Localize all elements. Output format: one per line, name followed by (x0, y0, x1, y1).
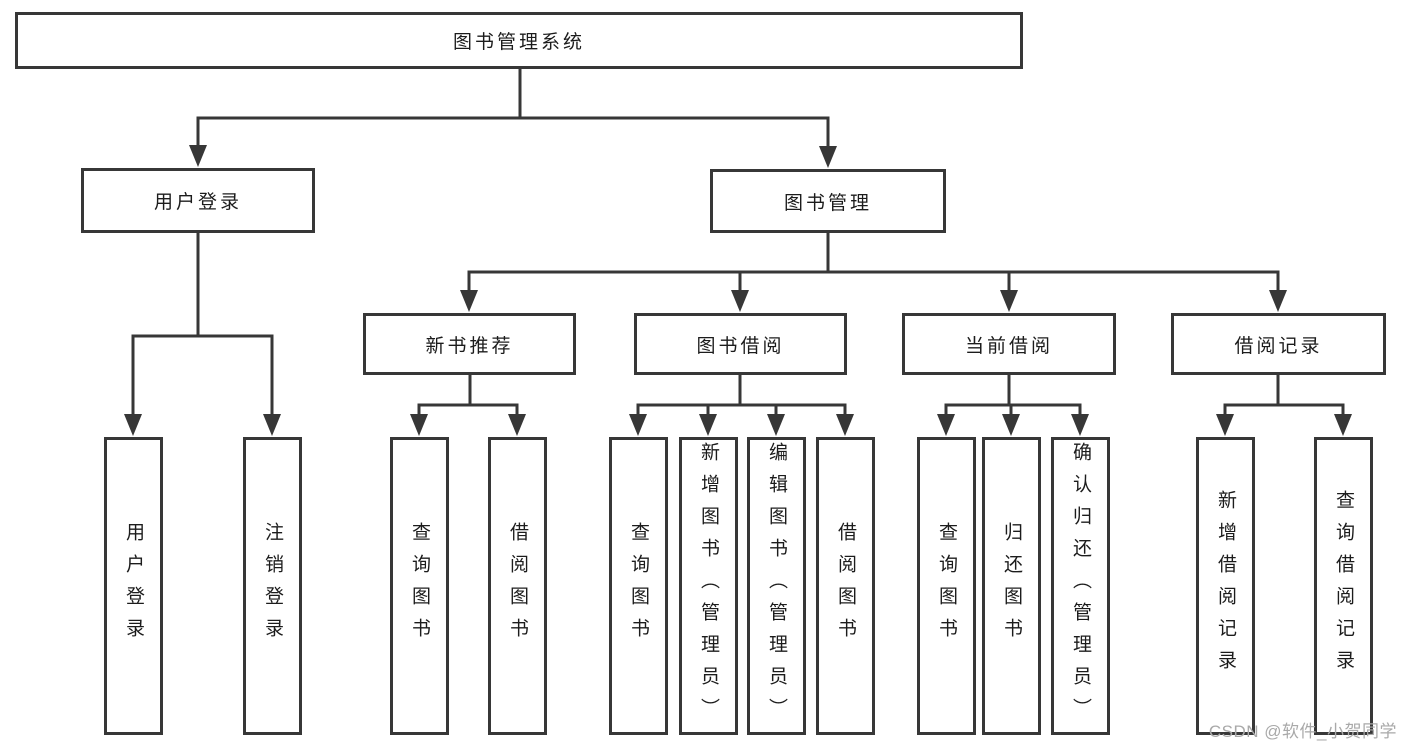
leaf-query-books-recommend: 查询图书 (390, 437, 449, 735)
node-borrow-records: 借阅记录 (1171, 313, 1386, 375)
leaf-user-login-label: 用户登录 (123, 522, 144, 650)
leaf-add-borrow-record: 新增借阅记录 (1196, 437, 1255, 735)
leaf-edit-books-admin-label: 编辑图书（管理员） (766, 442, 787, 730)
leaf-borrow-books-recommend: 借阅图书 (488, 437, 547, 735)
leaf-user-login: 用户登录 (104, 437, 163, 735)
leaf-query-books-recommend-label: 查询图书 (409, 522, 430, 650)
node-user-login: 用户登录 (81, 168, 315, 233)
leaf-return-books-label: 归还图书 (1001, 522, 1022, 650)
leaf-confirm-return-admin: 确认归还（管理员） (1051, 437, 1110, 735)
leaf-add-borrow-record-label: 新增借阅记录 (1215, 490, 1236, 682)
node-book-borrowing: 图书借阅 (634, 313, 847, 375)
leaf-query-books-borrowing-label: 查询图书 (628, 522, 649, 650)
leaf-return-books: 归还图书 (982, 437, 1041, 735)
leaf-logout-login: 注销登录 (243, 437, 302, 735)
leaf-borrow-books-borrowing-label: 借阅图书 (835, 522, 856, 650)
node-new-book-recommend: 新书推荐 (363, 313, 576, 375)
node-book-management: 图书管理 (710, 169, 946, 233)
leaf-borrow-books-recommend-label: 借阅图书 (507, 522, 528, 650)
leaf-query-books-borrowing: 查询图书 (609, 437, 668, 735)
csdn-watermark: CSDN @软件_小贺同学 (1208, 722, 1397, 741)
leaf-query-books-current-label: 查询图书 (936, 522, 957, 650)
node-library-management-system: 图书管理系统 (15, 12, 1023, 69)
leaf-query-books-current: 查询图书 (917, 437, 976, 735)
leaf-query-borrow-record-label: 查询借阅记录 (1333, 490, 1354, 682)
node-current-borrowing: 当前借阅 (902, 313, 1116, 375)
leaf-edit-books-admin: 编辑图书（管理员） (747, 437, 806, 735)
leaf-confirm-return-admin-label: 确认归还（管理员） (1070, 442, 1091, 730)
leaf-add-books-admin: 新增图书（管理员） (679, 437, 738, 735)
leaf-add-books-admin-label: 新增图书（管理员） (698, 442, 719, 730)
leaf-logout-login-label: 注销登录 (262, 522, 283, 650)
leaf-borrow-books-borrowing: 借阅图书 (816, 437, 875, 735)
leaf-query-borrow-record: 查询借阅记录 (1314, 437, 1373, 735)
